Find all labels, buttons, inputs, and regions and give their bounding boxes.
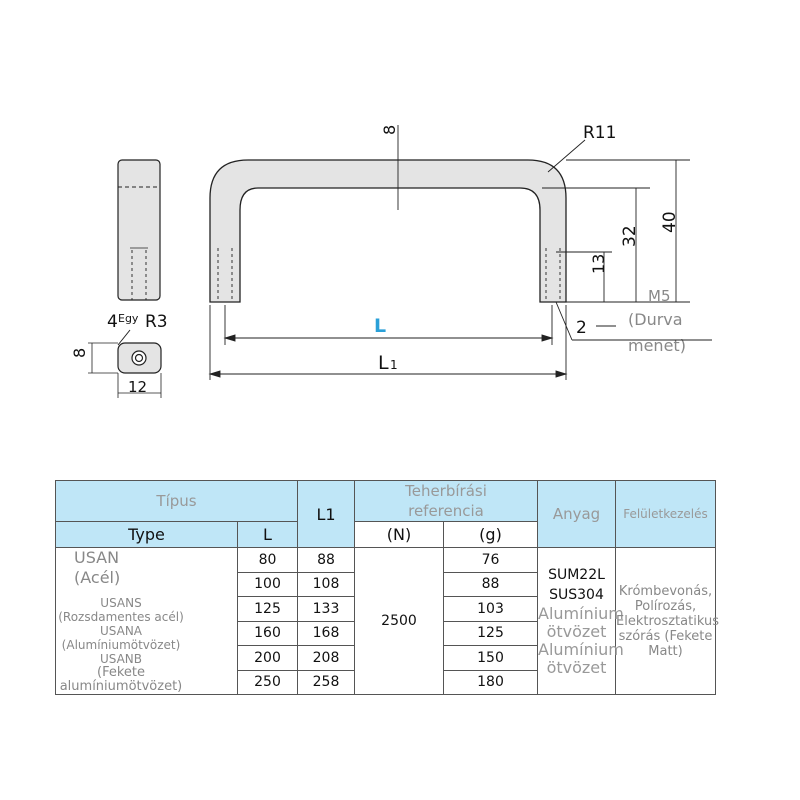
overall-label: L bbox=[378, 352, 389, 374]
cross-section bbox=[88, 342, 162, 398]
row-mass: 88 bbox=[443, 571, 538, 597]
overall-label-sub: 1 bbox=[390, 358, 398, 372]
row-l: 200 bbox=[237, 645, 298, 671]
section-height-dim: 8 bbox=[70, 348, 89, 358]
type-code-usanb: USANB bbox=[99, 652, 143, 666]
row-l1: 208 bbox=[297, 645, 355, 671]
technical-drawing: 4 Egy R3 8 12 8 R11 40 32 13 bbox=[70, 123, 712, 398]
header-load: Teherbírási referencia bbox=[354, 480, 538, 522]
thread-depth-dim: 13 bbox=[589, 254, 608, 274]
header-load-line1: Teherbírási bbox=[405, 482, 487, 500]
side-count-suffix: Egy bbox=[118, 312, 139, 325]
bend-radius-dim: R11 bbox=[583, 123, 616, 143]
thread-label-2: (Durva bbox=[628, 310, 683, 329]
header-type: Type bbox=[55, 521, 238, 548]
row-mass: 125 bbox=[443, 620, 538, 646]
type-code-usan: USAN bbox=[74, 548, 120, 567]
row-l: 250 bbox=[237, 669, 298, 695]
header-surface: Felületkezelés bbox=[615, 480, 716, 548]
offset-dim: 2 bbox=[576, 318, 587, 338]
row-mass: 150 bbox=[443, 645, 538, 671]
material-list: SUM22L SUS304 Alumínium ötvözet Alumíniu… bbox=[537, 547, 624, 695]
type-code-usans: USANS bbox=[100, 596, 142, 610]
header-mass-unit: (g) bbox=[443, 521, 538, 548]
surface-text: Krómbevonás, Polírozás, Elektrosztatikus… bbox=[615, 547, 719, 695]
type-desc-usanb: (Fekete alumíniumötvözet) bbox=[59, 665, 183, 694]
type-desc-usan: (Acél) bbox=[74, 568, 121, 587]
header-tipus: Típus bbox=[55, 480, 298, 522]
load-value: 2500 bbox=[354, 547, 444, 695]
row-l: 80 bbox=[237, 547, 298, 573]
handle-front-view bbox=[209, 159, 567, 303]
row-mass: 76 bbox=[443, 547, 538, 573]
material-alu: Alumínium ötvözet bbox=[538, 604, 624, 641]
spec-table-wrap: Típus L1 Teherbírási referencia Anyag Fe… bbox=[55, 480, 719, 695]
row-l: 100 bbox=[237, 571, 298, 597]
thread-label-1: M5 bbox=[648, 287, 671, 305]
row-mass: 103 bbox=[443, 596, 538, 622]
header-load-unit: (N) bbox=[354, 521, 444, 548]
type-list: USAN (Acél) USANS (Rozsdamentes acél) US… bbox=[55, 547, 238, 695]
material-alu-black: Alumínium ötvözet bbox=[538, 640, 624, 677]
row-l1: 108 bbox=[297, 571, 355, 597]
material-sus304: SUS304 bbox=[549, 587, 604, 603]
header-material: Anyag bbox=[537, 480, 616, 548]
row-l1: 168 bbox=[297, 620, 355, 646]
thread-label-3: menet) bbox=[628, 336, 686, 355]
type-desc-usana: (Alumíniumötvözet) bbox=[61, 638, 181, 652]
total-height-dim: 40 bbox=[660, 211, 680, 233]
side-radius-label: R3 bbox=[145, 312, 168, 332]
material-sum22l: SUM22L bbox=[548, 567, 605, 583]
row-mass: 180 bbox=[443, 669, 538, 695]
thickness-dim: 8 bbox=[380, 125, 399, 135]
type-desc-usans: (Rozsdamentes acél) bbox=[58, 610, 184, 624]
type-code-usana: USANA bbox=[99, 624, 143, 638]
row-l: 160 bbox=[237, 620, 298, 646]
row-l: 125 bbox=[237, 596, 298, 622]
row-l1: 88 bbox=[297, 547, 355, 573]
row-l1: 258 bbox=[297, 669, 355, 695]
side-count-label: 4 bbox=[107, 312, 118, 332]
span-label: L bbox=[374, 315, 386, 337]
row-l1: 133 bbox=[297, 596, 355, 622]
spec-table: Típus L1 Teherbírási referencia Anyag Fe… bbox=[55, 480, 719, 695]
header-load-line2: referencia bbox=[408, 502, 484, 520]
inner-height-dim: 32 bbox=[620, 225, 640, 247]
header-l: L bbox=[237, 521, 298, 548]
side-view bbox=[117, 159, 161, 301]
section-width-dim: 12 bbox=[128, 378, 147, 396]
header-l1: L1 bbox=[297, 480, 355, 548]
